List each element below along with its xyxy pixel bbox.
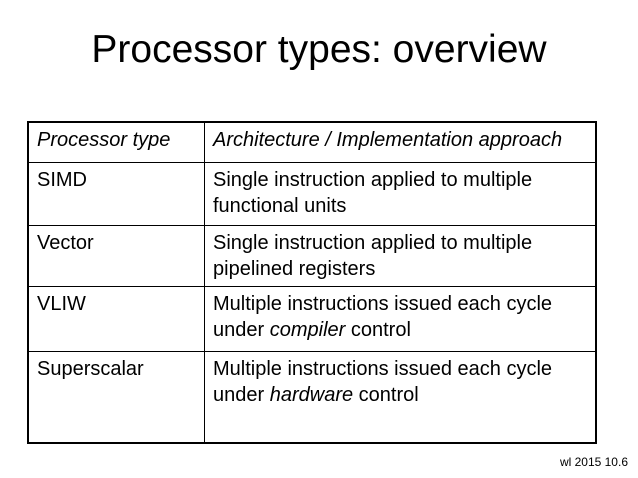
description-text: control — [353, 383, 419, 406]
cell-processor-type: Superscalar — [27, 350, 205, 444]
header-processor-type: Processor type — [27, 121, 205, 163]
description-text: Single instruction applied to multiple p… — [213, 231, 533, 280]
table-header-row: Processor type Architecture / Implementa… — [27, 121, 597, 163]
cell-processor-type: SIMD — [27, 161, 205, 226]
emphasized-term: compiler — [269, 318, 346, 341]
cell-description: Multiple instructions issued each cycle … — [204, 350, 597, 444]
cell-processor-type: Vector — [27, 224, 205, 287]
cell-processor-type: VLIW — [27, 285, 205, 352]
footer-note: wl 2015 10.6 — [559, 455, 628, 469]
emphasized-term: hardware — [269, 383, 354, 406]
cell-description: Single instruction applied to multiple p… — [204, 224, 597, 287]
cell-description: Single instruction applied to multiple f… — [204, 161, 597, 226]
description-text: control — [345, 318, 411, 341]
cell-description: Multiple instructions issued each cycle … — [204, 285, 597, 352]
slide-title: Processor types: overview — [91, 28, 547, 71]
description-text: Multiple instructions issued each cycle … — [213, 357, 553, 406]
processor-types-table: Processor type Architecture / Implementa… — [27, 121, 597, 444]
description-text: Multiple instructions issued each cycle … — [213, 292, 553, 341]
description-text: Single instruction applied to multiple f… — [213, 168, 533, 217]
header-architecture-approach: Architecture / Implementation approach — [204, 121, 597, 163]
